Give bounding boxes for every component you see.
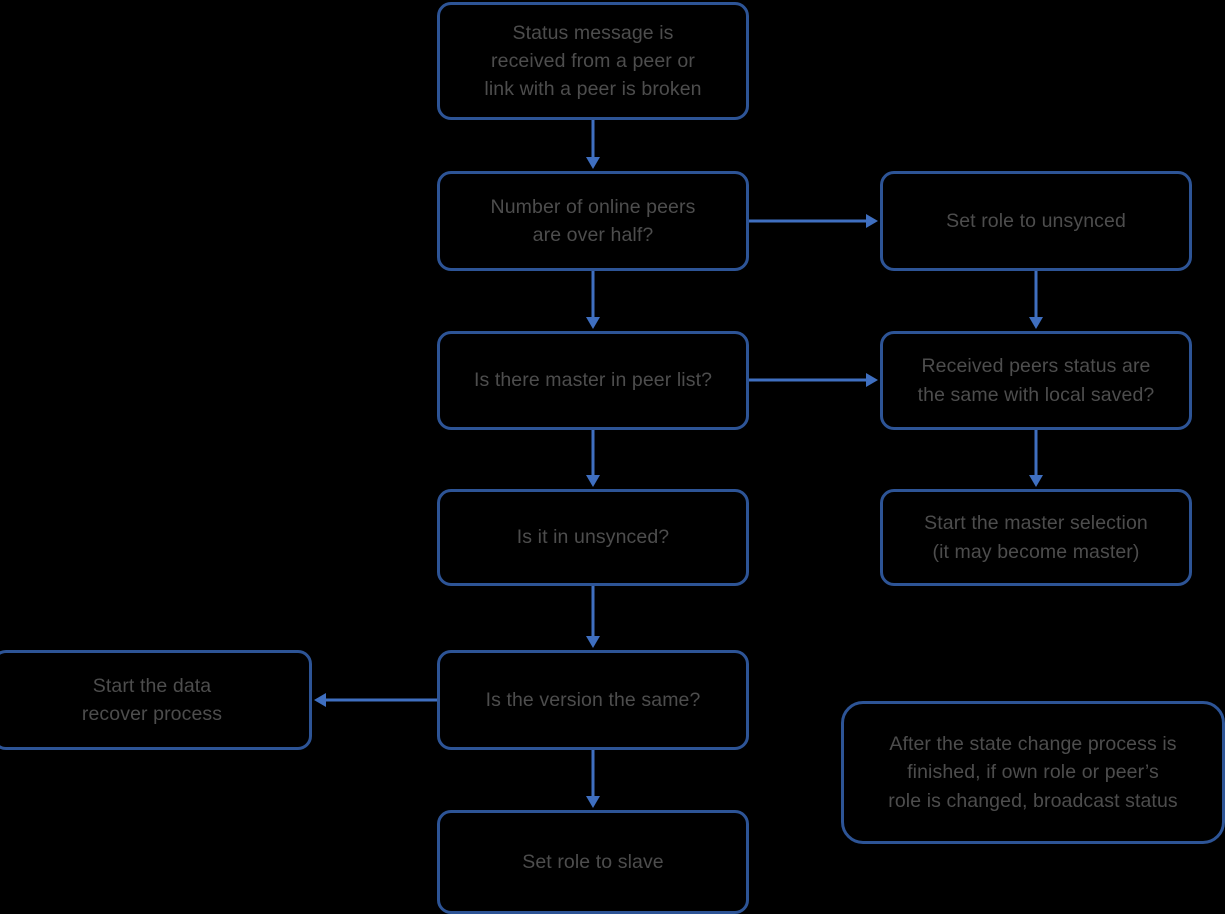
connector-version-to-data-recover — [314, 693, 437, 707]
set-role-to-unsynced-node-label: Set role to unsynced — [946, 209, 1126, 232]
status-message-received-node[interactable]: Status message is received from a peer o… — [437, 2, 749, 120]
is-version-the-same-decision-label: Is the version the same? — [485, 688, 701, 711]
status-message-received-node-label: Status message is received from a peer o… — [484, 21, 702, 101]
master-in-peer-list-decision[interactable]: Is there master in peer list? — [437, 331, 749, 430]
master-in-peer-list-decision-label: Is there master in peer list? — [473, 369, 713, 392]
connector-master-list-to-peers-status — [749, 373, 878, 387]
set-role-to-unsynced-node[interactable]: Set role to unsynced — [880, 171, 1192, 271]
start-data-recover-process-node[interactable]: Start the data recover process — [0, 650, 312, 750]
connector-unsynced-check-to-version — [586, 586, 600, 648]
connector-online-peers-to-master-list — [586, 271, 600, 329]
connector-peers-status-to-master-selection — [1029, 430, 1043, 487]
start-data-recover-process-node-label: Start the data recover process — [81, 674, 223, 725]
start-master-selection-node[interactable]: Start the master selection (it may becom… — [880, 489, 1192, 586]
is-it-in-unsynced-decision-label: Is it in unsynced? — [516, 526, 670, 549]
received-peers-status-same-decision-label: Received peers status are the same with … — [917, 355, 1155, 406]
is-it-in-unsynced-decision[interactable]: Is it in unsynced? — [437, 489, 749, 586]
online-peers-over-half-decision-label: Number of online peers are over half? — [490, 195, 696, 246]
online-peers-over-half-decision[interactable]: Number of online peers are over half? — [437, 171, 749, 271]
connector-version-to-set-role-slave — [586, 750, 600, 808]
start-master-selection-node-label: Start the master selection (it may becom… — [924, 512, 1148, 563]
connector-unsynced-to-peers-status — [1029, 271, 1043, 329]
connector-online-peers-to-unsynced — [749, 214, 878, 228]
broadcast-status-note-label: After the state change process is finish… — [888, 733, 1178, 812]
is-version-the-same-decision[interactable]: Is the version the same? — [437, 650, 749, 750]
broadcast-status-note[interactable]: After the state change process is finish… — [841, 701, 1225, 844]
connector-master-list-to-unsynced-check — [586, 430, 600, 487]
connector-status-to-online-peers — [586, 120, 600, 169]
set-role-to-slave-node-label: Set role to slave — [522, 850, 664, 873]
set-role-to-slave-node[interactable]: Set role to slave — [437, 810, 749, 914]
received-peers-status-same-decision[interactable]: Received peers status are the same with … — [880, 331, 1192, 430]
